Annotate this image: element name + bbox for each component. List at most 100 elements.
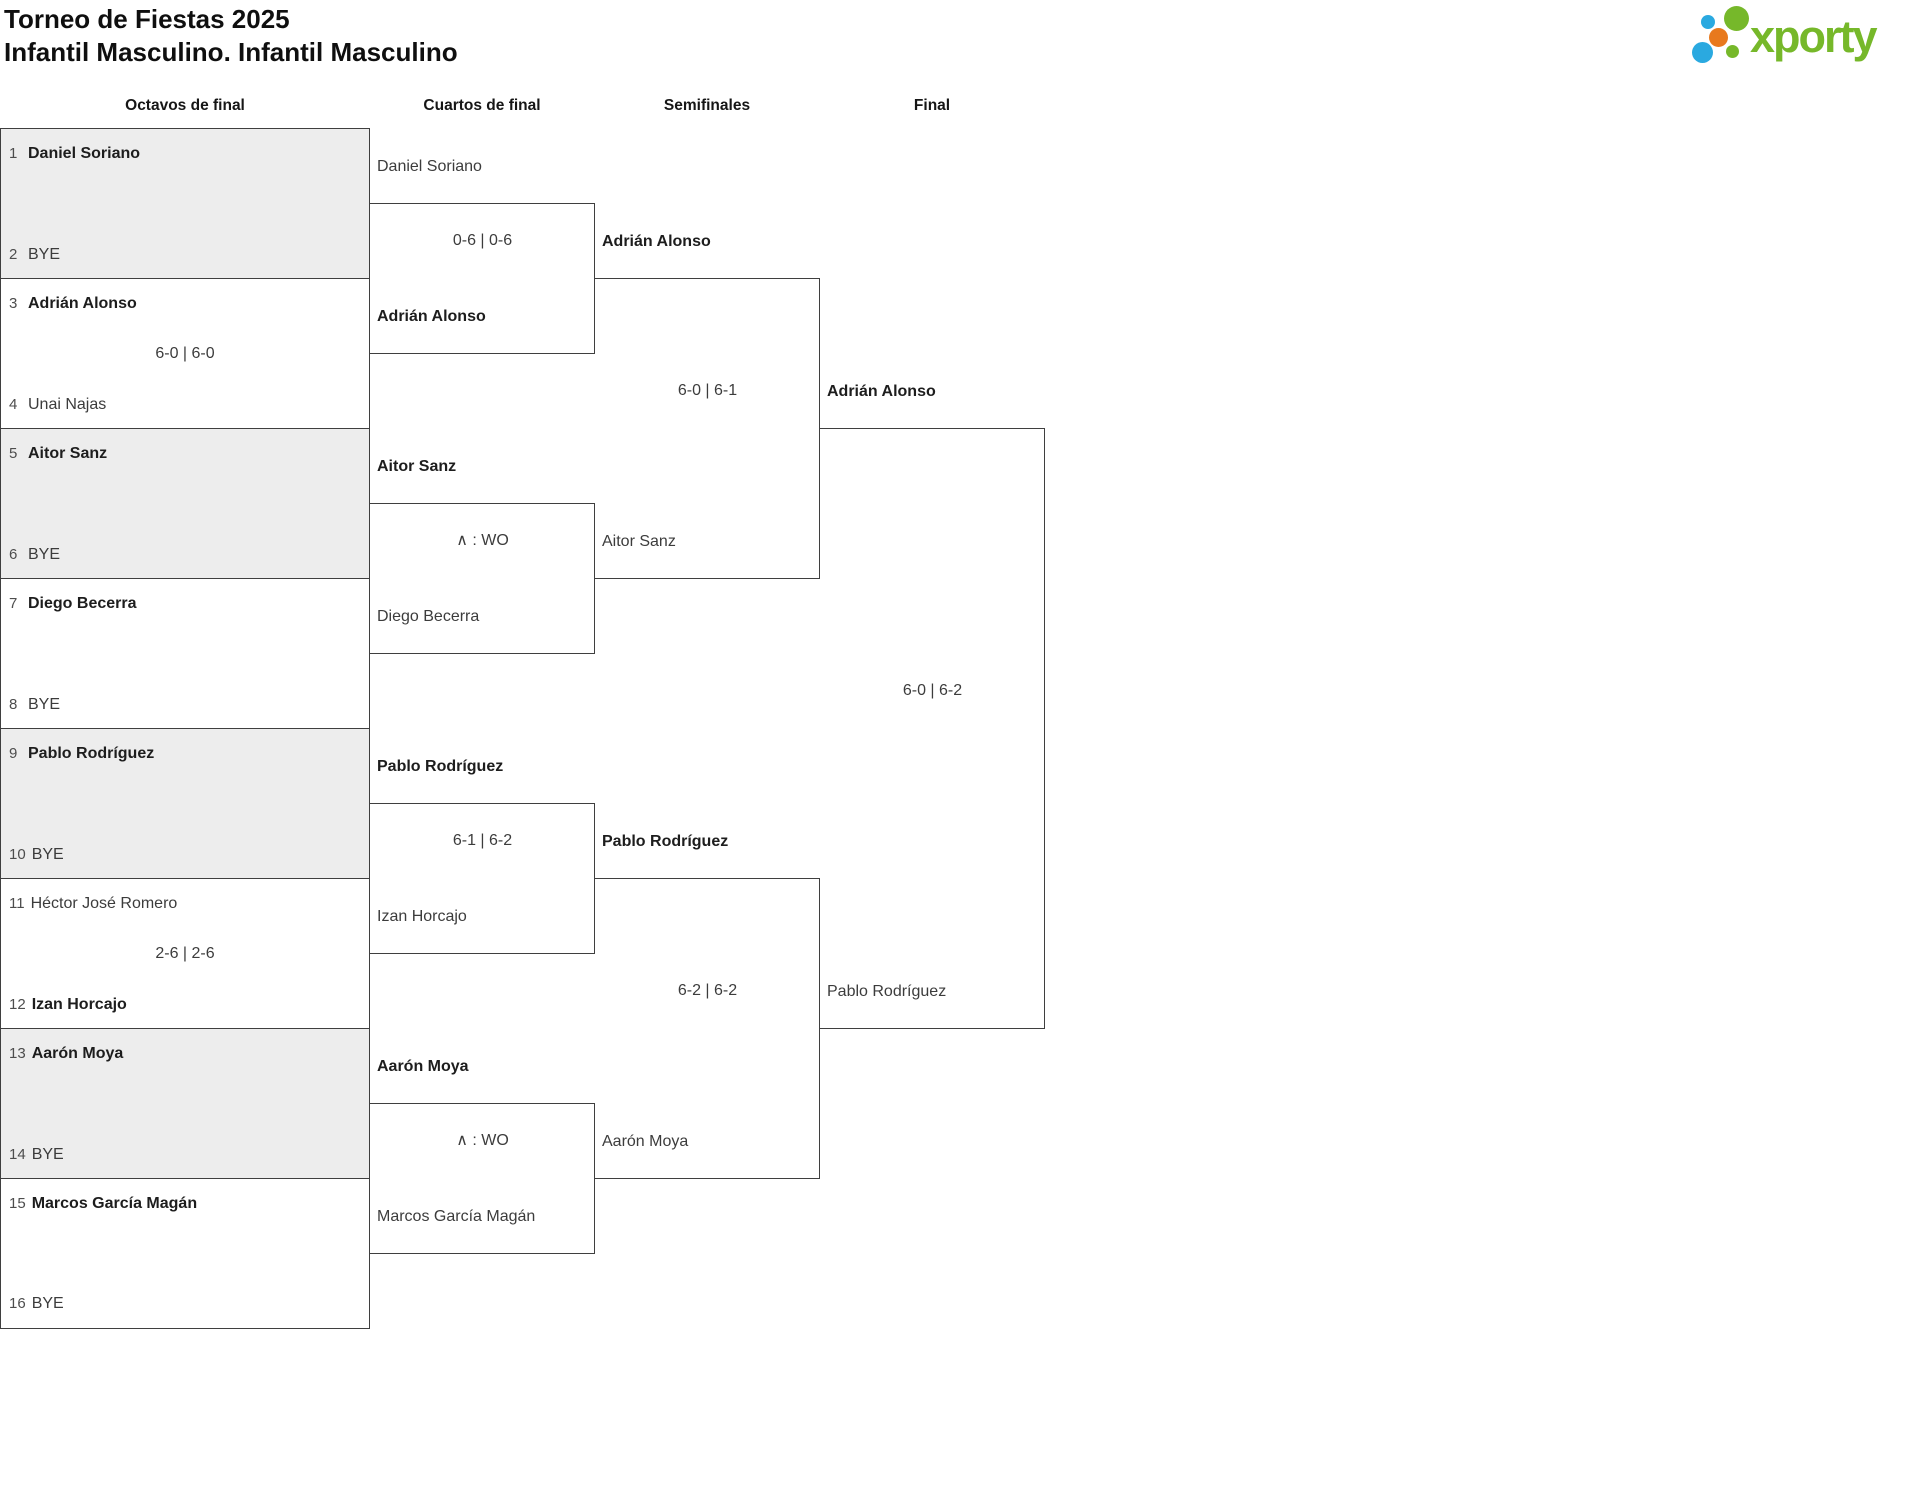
match-box: 5 Aitor Sanz 6 BYE (0, 428, 370, 579)
logo-dot-big-blue (1692, 42, 1713, 63)
player-slot: 5 Aitor Sanz (9, 444, 363, 463)
player-name: Aitor Sanz (602, 533, 676, 550)
player-slot: 11 Héctor José Romero (9, 894, 363, 913)
seed-number: 13 (9, 1045, 26, 1062)
player-name: BYE (28, 696, 61, 713)
player-slot: Aarón Moya (370, 1034, 595, 1104)
player-name: BYE (31, 1146, 64, 1163)
player-name: Marcos García Magán (377, 1208, 536, 1225)
player-slot: 7 Diego Becerra (9, 594, 363, 613)
player-slot: 14 BYE (9, 1145, 363, 1164)
player-name: Aarón Moya (602, 1133, 689, 1150)
match-score: 6-0 | 6-1 (677, 382, 738, 399)
player-name: Pablo Rodríguez (28, 745, 155, 762)
player-slot: Diego Becerra (370, 584, 595, 654)
player-slot: Adrián Alonso (370, 284, 595, 354)
logo-dot-orange (1709, 28, 1728, 47)
bracket-connector (1044, 428, 1045, 1028)
player-name: Aitor Sanz (377, 458, 457, 475)
player-name: Izan Horcajo (31, 996, 127, 1013)
round-header-cuartos: Cuartos de final (423, 97, 541, 114)
seed-number: 14 (9, 1146, 26, 1163)
player-slot: 9 Pablo Rodríguez (9, 744, 363, 763)
round-header-final: Final (913, 97, 951, 114)
player-slot: 1 Daniel Soriano (9, 144, 363, 163)
player-slot: 6 BYE (9, 545, 363, 564)
player-slot: Pablo Rodríguez (595, 809, 820, 879)
player-name: Diego Becerra (377, 608, 480, 625)
player-slot: Aarón Moya (595, 1109, 820, 1179)
logo-dot-small-blue (1701, 15, 1715, 29)
player-slot: 12 Izan Horcajo (9, 995, 363, 1014)
match-box: 1 Daniel Soriano 2 BYE (0, 128, 370, 279)
seed-number: 3 (9, 295, 18, 312)
player-name: Aitor Sanz (28, 445, 108, 462)
tournament-title: Torneo de Fiestas 2025 (4, 4, 290, 34)
bracket-connector (594, 203, 595, 353)
seed-number: 10 (9, 846, 26, 863)
player-name: Pablo Rodríguez (377, 758, 504, 775)
seed-number: 12 (9, 996, 26, 1013)
match-box: 9 Pablo Rodríguez 10 BYE (0, 728, 370, 879)
player-name: Adrián Alonso (602, 233, 711, 250)
player-slot: Adrián Alonso (820, 359, 1045, 429)
logo-text: xporty (1750, 11, 1878, 62)
match-score: ∧ : WO (456, 532, 509, 549)
round-header-octavos: Octavos de final (125, 97, 245, 114)
logo-dot-big-green (1724, 6, 1749, 31)
player-name: Pablo Rodríguez (602, 833, 729, 850)
player-name: BYE (31, 1295, 64, 1312)
match-score: 0-6 | 0-6 (452, 232, 513, 249)
seed-number: 9 (9, 745, 18, 762)
round-header-semifinales: Semifinales (663, 97, 751, 114)
player-slot: 16 BYE (9, 1294, 363, 1313)
player-name: Adrián Alonso (377, 308, 486, 325)
player-name: Adrián Alonso (28, 295, 137, 312)
player-name: Diego Becerra (28, 595, 137, 612)
player-slot: Adrián Alonso (595, 209, 820, 279)
seed-number: 6 (9, 546, 18, 563)
seed-number: 4 (9, 396, 18, 413)
logo-dot-small-green (1726, 45, 1739, 58)
match-score: 6-2 | 6-2 (677, 982, 738, 999)
seed-number: 7 (9, 595, 18, 612)
player-name: Héctor José Romero (30, 895, 178, 912)
player-slot: 3 Adrián Alonso (9, 294, 363, 313)
player-name: Pablo Rodríguez (827, 983, 947, 1000)
bracket-connector (594, 503, 595, 653)
match-score: 6-1 | 6-2 (452, 832, 513, 849)
player-slot: Pablo Rodríguez (820, 959, 1045, 1029)
bracket-connector (819, 878, 820, 1178)
bracket-connector (594, 1103, 595, 1253)
player-slot: Izan Horcajo (370, 884, 595, 954)
player-slot: Aitor Sanz (370, 434, 595, 504)
player-name: Adrián Alonso (827, 383, 936, 400)
bracket-connector (819, 278, 820, 578)
xporty-logo[interactable]: xporty (1685, 0, 1920, 75)
player-name: Unai Najas (28, 396, 107, 413)
player-slot: Daniel Soriano (370, 134, 595, 204)
player-name: BYE (28, 546, 61, 563)
seed-number: 1 (9, 145, 18, 162)
seed-number: 11 (9, 895, 25, 912)
player-slot: Pablo Rodríguez (370, 734, 595, 804)
match-score: ∧ : WO (456, 1132, 509, 1149)
player-name: BYE (31, 846, 64, 863)
seed-number: 16 (9, 1295, 26, 1312)
player-name: Marcos García Magán (31, 1195, 198, 1212)
player-name: Daniel Soriano (28, 145, 141, 162)
player-name: BYE (28, 246, 61, 263)
seed-number: 15 (9, 1195, 26, 1212)
player-slot: Aitor Sanz (595, 509, 820, 579)
match-score: 6-0 | 6-2 (902, 682, 963, 699)
player-slot: 2 BYE (9, 245, 363, 264)
seed-number: 2 (9, 246, 18, 263)
match-score: 6-0 | 6-0 (155, 345, 215, 362)
seed-number: 5 (9, 445, 18, 462)
